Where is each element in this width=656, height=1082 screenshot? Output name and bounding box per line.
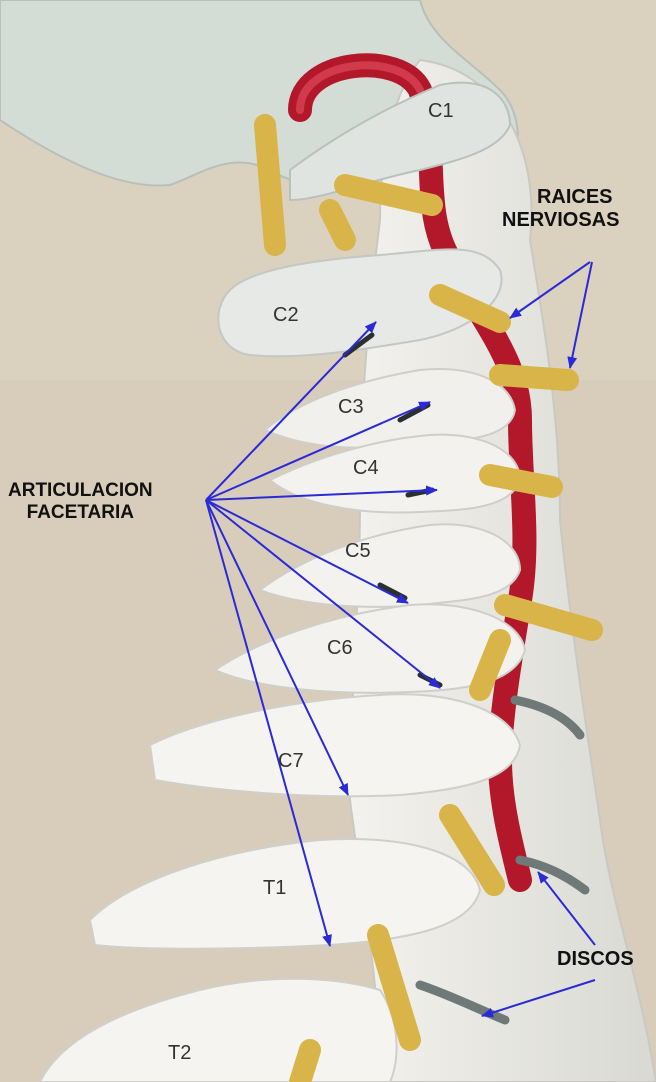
intervertebral-discs: [415, 695, 590, 1025]
arrows-raices: [509, 261, 593, 369]
vertebra-label-c1: C1: [428, 100, 454, 122]
vertebra-label-c7: C7: [278, 750, 304, 772]
label-articulacion-line2: FACETARIA: [26, 501, 134, 523]
vertebra-label-t1: T1: [263, 877, 287, 899]
nerve-root: [429, 284, 511, 333]
nerve-root: [289, 1039, 321, 1082]
label-raices-nerviosas: RAICES NERVIOSAS: [502, 186, 619, 232]
vertebra-c6-shape: [212, 603, 527, 694]
arrow-facet-2: [205, 401, 431, 501]
arrow-facet-1: [205, 321, 377, 501]
vertebra-label-c6: C6: [327, 637, 353, 659]
label-articulacion-line1: ARTICULACION: [8, 480, 153, 501]
vertebra-label-c3: C3: [338, 396, 364, 418]
nerve-root: [334, 174, 443, 216]
artery-highlight: [296, 61, 424, 114]
nerve-root: [254, 114, 286, 256]
vertebra-label-c4: C4: [353, 457, 379, 479]
nerve-root: [319, 199, 356, 251]
nerve-root: [479, 464, 563, 498]
vertebra-label-t2: T2: [168, 1042, 192, 1064]
arrow-facet-7: [205, 499, 332, 947]
vertebra-label-c2: C2: [273, 304, 299, 326]
nerve-root: [469, 629, 511, 701]
arrow-facet-5: [205, 499, 441, 689]
vertebra-c5-shape: [257, 523, 522, 608]
arrows-discos: [481, 871, 596, 1018]
arrow-facet-4: [205, 499, 409, 604]
nerve-root: [494, 594, 603, 641]
vertebra-label-c5: C5: [345, 540, 371, 562]
vertebra-t1-shape: [88, 838, 482, 950]
nerve-root: [489, 364, 579, 391]
facet-gap: [342, 332, 375, 358]
nerve-roots: [254, 114, 603, 1082]
vertebra-c7-shape: [148, 693, 522, 798]
disc-middle: [515, 855, 590, 895]
arrow-disc-1: [537, 871, 596, 946]
label-discos: DISCOS: [557, 948, 634, 970]
nerve-root: [367, 924, 421, 1051]
nerve-root: [439, 804, 505, 896]
arrow-facet-6: [205, 499, 349, 796]
arrow-facet-3: [205, 485, 438, 501]
disc-upper: [510, 695, 585, 740]
label-raices-line2: NERVIOSAS: [502, 209, 620, 231]
arrow-disc-2: [481, 979, 596, 1018]
label-articulacion-facetaria: ARTICULACION FACETARIA: [8, 480, 153, 524]
disc-lower: [415, 980, 510, 1025]
arrow-raices-1: [509, 261, 591, 319]
label-raices-line1: RAICES: [536, 186, 613, 208]
arrows-articulacion: [205, 321, 441, 947]
arrow-raices-2: [567, 261, 593, 369]
